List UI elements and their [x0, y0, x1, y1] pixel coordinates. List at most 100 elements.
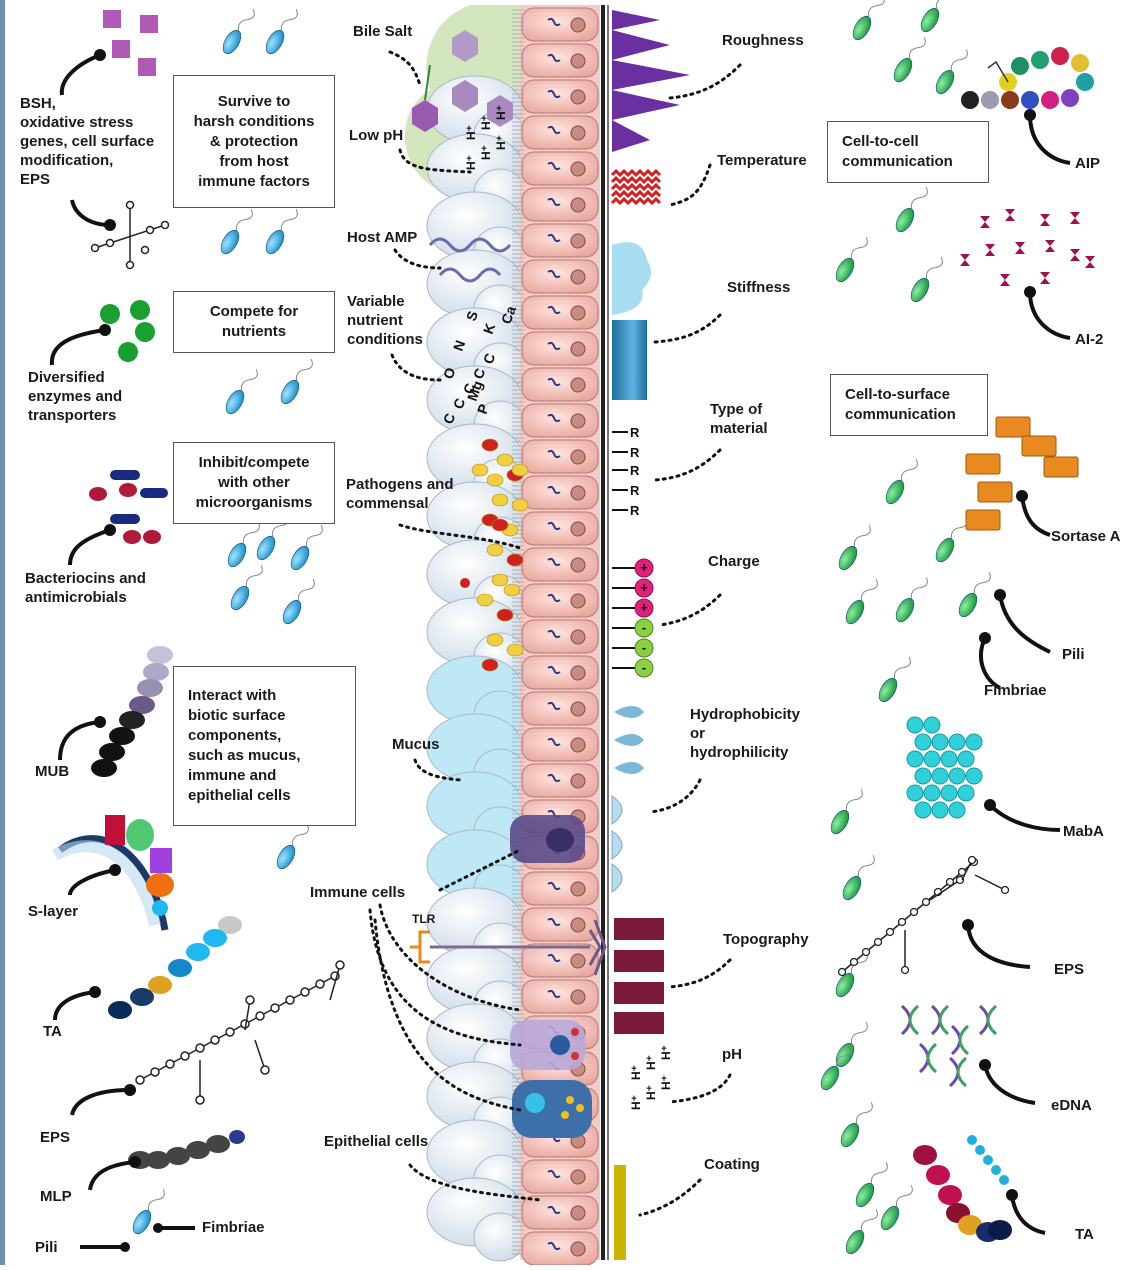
h-plus-ion: H⁺ [629, 1065, 643, 1080]
bacterium-body [217, 227, 242, 257]
flagellum [852, 523, 872, 550]
ta-bead [991, 1165, 1001, 1175]
heat-wave [612, 185, 660, 189]
host-amp-label: Host AMP [347, 228, 417, 247]
s-layer-label: S-layer [28, 902, 78, 921]
mub-label: MUB [35, 762, 69, 781]
maba-unit [915, 768, 931, 784]
cell-nucleus [571, 306, 585, 320]
flagellum [924, 255, 944, 282]
charge-icon: +++--- [612, 559, 653, 677]
pathogen [487, 634, 503, 646]
pathogen [497, 454, 513, 466]
eps-sugar [271, 1004, 279, 1012]
ta-segment [130, 988, 154, 1006]
sortase-block [966, 510, 1000, 530]
ai2-molecule [1085, 256, 1095, 268]
eps-branch [330, 965, 340, 1000]
eps-sugar [196, 1044, 204, 1052]
maba-unit [924, 785, 940, 801]
pathogen [487, 544, 503, 556]
topography-label: Topography [723, 930, 809, 949]
maba-unit [949, 734, 965, 750]
cell-nucleus [571, 1170, 585, 1184]
mub-icon [91, 646, 173, 777]
flagellum [234, 207, 254, 234]
epithelial-cells-label: Epithelial cells [324, 1132, 428, 1151]
ai2-label: AI-2 [1075, 330, 1103, 349]
mucus-label: Mucus [392, 735, 440, 754]
divider-line-right [607, 5, 609, 1260]
probiotic-bacterium [277, 355, 315, 407]
sortase-block [978, 482, 1012, 502]
dna-strand [940, 1006, 948, 1034]
flagellum [907, 35, 927, 62]
maba-unit [966, 768, 982, 784]
cell-nucleus [571, 126, 585, 140]
eps-sugar [902, 967, 909, 974]
biofilm-bacterium [832, 1018, 870, 1070]
ta-segment [168, 959, 192, 977]
eps-sugar [923, 899, 930, 906]
cell-nucleus [571, 594, 585, 608]
biofilm-bacterium [875, 653, 913, 705]
flagellum [859, 1207, 879, 1234]
ta-label-right: TA [1075, 1225, 1094, 1244]
cell-to-surface-box: Cell-to-surface communication [830, 374, 988, 436]
flagellum [856, 853, 876, 880]
eps-sugar [166, 1060, 174, 1068]
tlr-label: TLR [412, 912, 435, 926]
eps-sugar [316, 980, 324, 988]
aip-label: AIP [1075, 154, 1100, 173]
bacteriocins-label: Bacteriocins and antimicrobials [25, 569, 146, 607]
flagellum [279, 207, 299, 234]
maba-unit [915, 802, 931, 818]
maba-unit [941, 785, 957, 801]
ta-bead [975, 1145, 985, 1155]
flagellum [909, 185, 929, 212]
biofilm-bacterium [877, 1181, 915, 1233]
maba-unit [949, 768, 965, 784]
bacterium-body [837, 1120, 862, 1150]
biofilm-bacterium [932, 513, 970, 565]
aip-residue [1001, 91, 1019, 109]
type-material-label: Type of material [710, 400, 768, 438]
coating-icon [614, 1165, 626, 1260]
pathogen [487, 474, 503, 486]
sortase-block [1044, 457, 1078, 477]
mucus-layer [427, 76, 526, 1261]
flagellum [236, 7, 256, 34]
bacterium-body [907, 275, 932, 305]
flagellum [146, 1187, 166, 1214]
maba-unit [949, 802, 965, 818]
stiffness-label: Stiffness [727, 278, 790, 297]
probiotic-bacterium [219, 5, 257, 57]
mlp-segment [206, 1135, 230, 1153]
mub-domain [147, 646, 173, 664]
immune-cell-1 [510, 815, 585, 863]
cell-nucleus [571, 234, 585, 248]
bacterium-body [222, 387, 247, 417]
probiotic-bacterium [273, 820, 311, 872]
maba-unit [958, 751, 974, 767]
page-border [0, 0, 5, 1265]
bacterium-body [817, 1063, 842, 1093]
ai2-molecule [1000, 274, 1010, 286]
compete-box: Compete for nutrients [173, 291, 335, 353]
ta-segment [108, 1001, 132, 1019]
bacterium-body [224, 540, 249, 570]
maba-unit [932, 734, 948, 750]
ai2-molecule [1070, 212, 1080, 224]
maba-unit [924, 717, 940, 733]
flagellum [304, 523, 324, 550]
ta-right-icon [913, 1135, 1012, 1242]
fimbriae-label-left: Fimbriae [202, 1218, 265, 1237]
pathogen [507, 644, 523, 656]
eps-sugar [261, 1066, 269, 1074]
flagellum [244, 563, 264, 590]
h-plus-ion: H⁺ [644, 1055, 658, 1070]
eps-sugar [851, 959, 858, 966]
minus-sign: - [642, 620, 646, 635]
flagellum [899, 457, 919, 484]
biofilm-bacterium [842, 575, 880, 627]
